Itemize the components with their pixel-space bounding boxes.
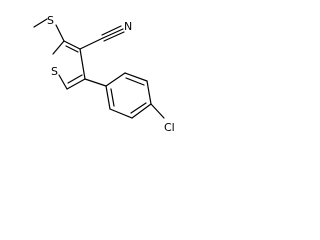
nitrile-group [79, 25, 125, 50]
bond-c5-s [58, 74, 68, 90]
bond-c2-s-methyl [55, 24, 65, 42]
sulfur-label-methylthio: S [47, 14, 54, 27]
bond-s-c2 [52, 40, 65, 55]
bond-c4-c5 [66, 78, 86, 90]
bond-ph4-ph5-double [130, 102, 147, 114]
triple-bond-2 [101, 25, 122, 36]
bond-c4-phenyl [84, 78, 107, 87]
sulfur-label-ring: S [51, 65, 58, 78]
molecule-structure: S S N Cl [33, 14, 175, 134]
bond-ph4-cl [150, 103, 165, 119]
bond-ph6-ph1 [105, 85, 111, 110]
bond-ph1-ph2 [105, 72, 126, 87]
bond-ph6-ph1-double [110, 88, 115, 107]
chlorophenyl-group [84, 72, 165, 119]
triple-bond-3 [103, 31, 125, 42]
methylthio-group [33, 18, 65, 42]
bond-c2-c3-double [65, 45, 79, 53]
chlorine-label: Cl [164, 121, 175, 134]
bond-ph3-ph4 [146, 80, 152, 105]
bond-ph4-ph5 [131, 103, 152, 119]
bond-c2-c3 [63, 40, 81, 50]
bond-c3-c4 [79, 48, 86, 80]
triple-bond-1 [102, 28, 124, 39]
bond-ph2-ph3-double [125, 77, 145, 86]
bond-c4-c5-double [67, 74, 83, 84]
bond-c3-cn [79, 37, 104, 50]
bond-ph2-ph3 [124, 72, 148, 82]
bond-s-methyl [33, 18, 48, 28]
thiophene-ring [52, 40, 86, 90]
bond-ph5-ph6 [109, 108, 133, 119]
nitrogen-label: N [124, 20, 132, 33]
